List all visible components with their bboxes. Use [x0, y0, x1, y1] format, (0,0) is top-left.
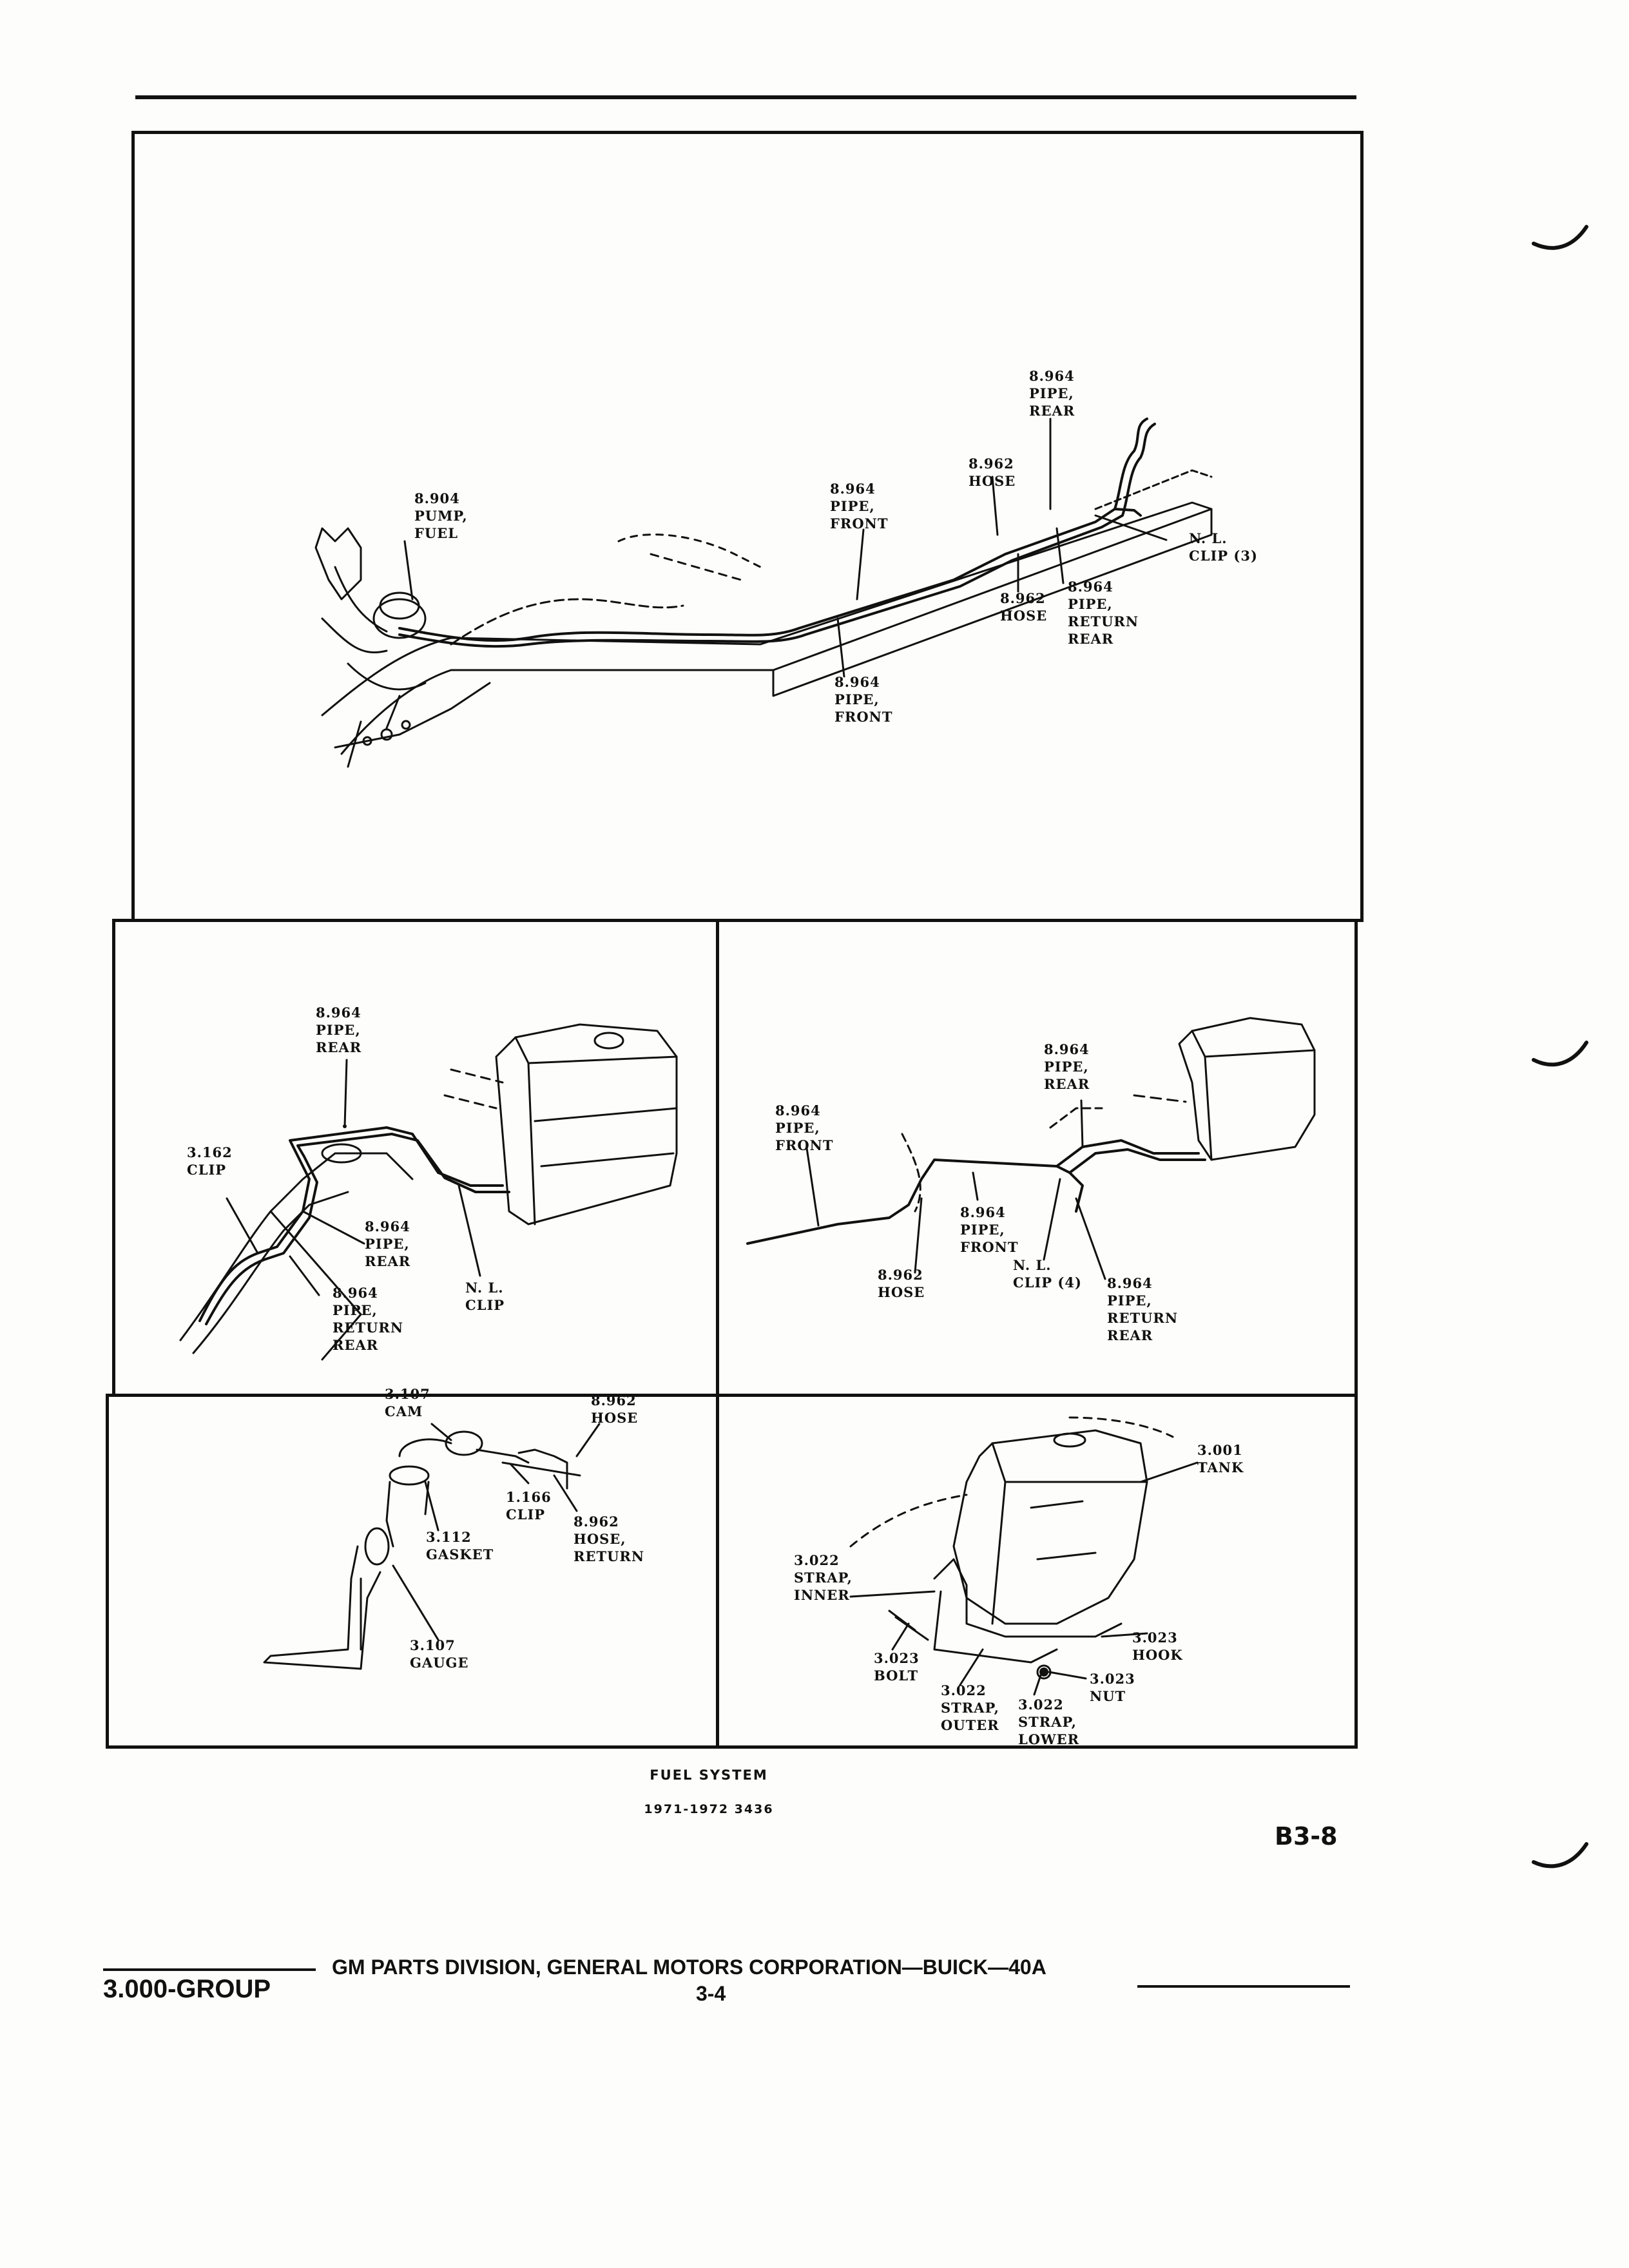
tank-gauge-unit — [263, 1430, 581, 1670]
page-code: B3-8 — [1275, 1822, 1338, 1850]
fuel-tank-strapped — [888, 1429, 1148, 1680]
label-nl-clip-3: N. L.CLIP (3) — [1189, 530, 1258, 564]
label-nl-clip-mid-left: N. L.CLIP — [465, 1280, 505, 1313]
frame-rail-mid-left — [179, 1143, 414, 1361]
chassis-frame-rail — [321, 469, 1213, 768]
footer-group: 3.000-GROUP — [103, 1975, 271, 2003]
footer-company: GM PARTS DIVISION, GENERAL MOTORS CORPOR… — [332, 1956, 1046, 1979]
fuel-pump-assembly — [314, 527, 427, 691]
fuel-tank-mid-left — [443, 1023, 678, 1225]
fuel-pipe-bundle — [398, 418, 1156, 648]
footer-page: 3-4 — [696, 1982, 726, 2005]
fuel-pipes-mid-left — [198, 1126, 510, 1325]
fuel-tank-mid-right — [1133, 1017, 1316, 1161]
fuel-pipes-mid-right — [746, 1139, 1206, 1245]
footer-rule-right — [1137, 1985, 1350, 1988]
figure-title: FUEL SYSTEM — [650, 1767, 768, 1783]
label-nl-clip-4: N. L.CLIP (4) — [1013, 1257, 1082, 1291]
diagram-frame-bottom-right — [716, 1394, 1358, 1749]
figure-subtitle: 1971-1972 3436 — [644, 1802, 774, 1816]
footer-rule-left — [103, 1968, 316, 1971]
header-rule — [135, 95, 1356, 99]
